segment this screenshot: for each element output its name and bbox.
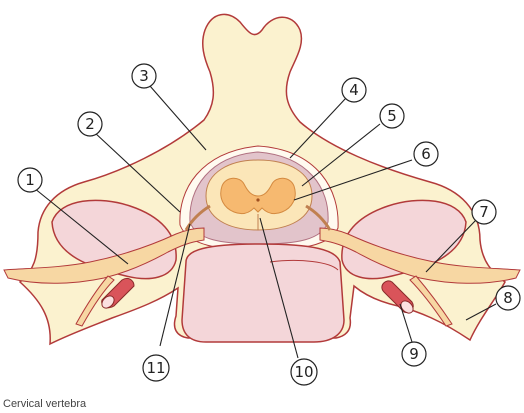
- callout-5: 5: [380, 104, 404, 128]
- svg-text:8: 8: [503, 289, 513, 307]
- svg-text:2: 2: [85, 115, 95, 133]
- callout-1: 1: [18, 168, 42, 192]
- vertebral-body: [182, 244, 344, 342]
- svg-text:3: 3: [139, 67, 149, 85]
- central-canal: [256, 198, 259, 201]
- callout-2: 2: [78, 112, 102, 136]
- callout-10: 10: [291, 359, 317, 385]
- svg-text:4: 4: [349, 81, 359, 99]
- callout-3: 3: [132, 64, 156, 88]
- callout-8: 8: [496, 286, 520, 310]
- callout-6: 6: [414, 142, 438, 166]
- svg-text:7: 7: [479, 203, 489, 221]
- svg-text:5: 5: [387, 107, 397, 125]
- svg-text:6: 6: [421, 145, 431, 163]
- svg-text:10: 10: [294, 363, 313, 381]
- svg-text:1: 1: [25, 171, 35, 189]
- callout-7: 7: [472, 200, 496, 224]
- figure-caption: Cervical vertebra: [3, 397, 86, 411]
- svg-text:9: 9: [409, 345, 419, 363]
- svg-text:11: 11: [146, 359, 165, 377]
- callout-11: 11: [143, 355, 169, 381]
- callout-4: 4: [342, 78, 366, 102]
- callout-9: 9: [402, 342, 426, 366]
